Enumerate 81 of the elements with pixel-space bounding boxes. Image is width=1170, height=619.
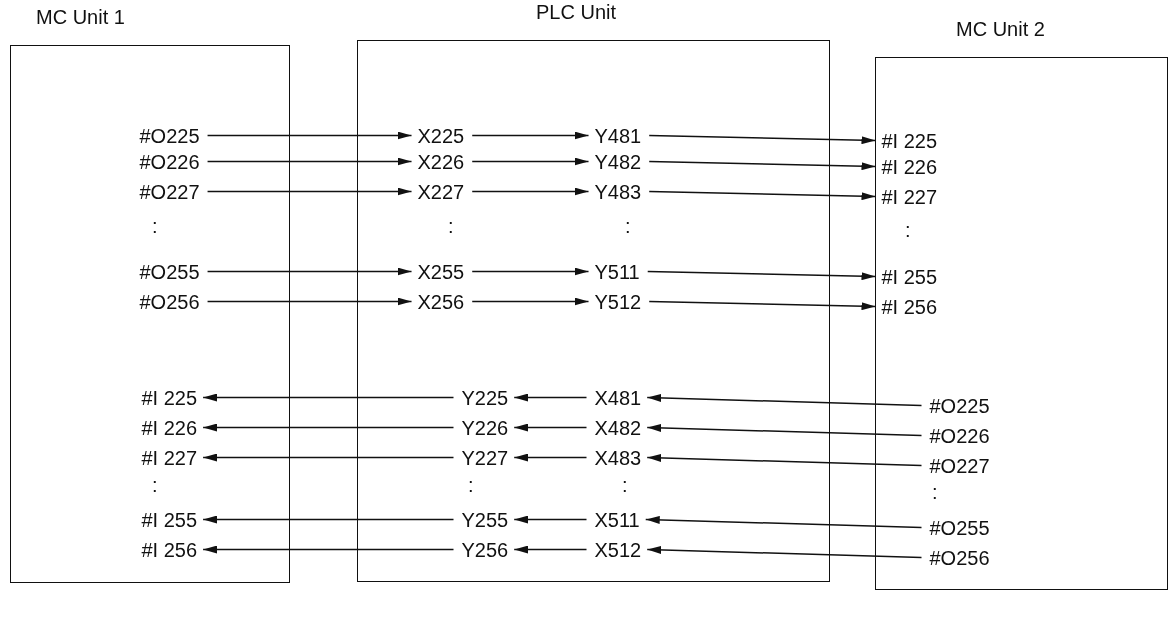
unit-title: PLC Unit — [536, 1, 617, 24]
arrow — [206, 267, 413, 276]
signal-label: X225 — [417, 123, 465, 148]
signal-label: X227 — [417, 179, 465, 204]
signal-label: #I 255 — [141, 507, 198, 532]
signal-label: X226 — [417, 149, 465, 174]
arrow — [202, 423, 455, 432]
signal-label: X481 — [594, 385, 642, 410]
signal-label: Y512 — [594, 289, 642, 314]
ellipsis-mark: : — [448, 214, 454, 238]
unit-title: MC Unit 1 — [36, 6, 125, 29]
signal-label: Y256 — [461, 537, 509, 562]
signal-label: #I 227 — [881, 184, 938, 209]
ellipsis-mark: : — [152, 214, 158, 238]
arrow — [206, 297, 413, 306]
arrow — [513, 393, 588, 402]
arrow — [206, 131, 413, 140]
arrow — [202, 393, 455, 402]
signal-label: Y226 — [461, 415, 509, 440]
signal-label: Y481 — [594, 123, 642, 148]
signal-label: #I 226 — [881, 154, 938, 179]
signal-label: #O255 — [139, 259, 200, 284]
arrow — [206, 187, 413, 196]
arrow — [648, 190, 877, 201]
signal-label: #I 256 — [141, 537, 198, 562]
arrow — [471, 157, 590, 166]
signal-label: #O226 — [139, 149, 200, 174]
arrow — [646, 393, 923, 407]
signal-label: #I 227 — [141, 445, 198, 470]
signal-label: X511 — [594, 507, 640, 532]
signal-label: #I 225 — [141, 385, 198, 410]
ellipsis-mark: : — [932, 480, 938, 504]
signal-label: X483 — [594, 445, 642, 470]
signal-label: Y482 — [594, 149, 642, 174]
ellipsis-mark: : — [625, 214, 631, 238]
arrow — [648, 300, 877, 311]
arrow — [513, 453, 588, 462]
signal-label: #O227 — [139, 179, 200, 204]
signal-label: X512 — [594, 537, 642, 562]
arrow — [206, 157, 413, 166]
signal-label: Y483 — [594, 179, 642, 204]
ellipsis-mark: : — [468, 473, 474, 497]
arrow — [646, 423, 923, 437]
arrow — [646, 453, 923, 467]
arrow — [648, 160, 877, 171]
arrow — [645, 515, 923, 529]
signal-label: X482 — [594, 415, 642, 440]
arrow — [471, 131, 590, 140]
unit-title: MC Unit 2 — [956, 18, 1045, 41]
arrow — [202, 545, 455, 554]
arrow — [646, 545, 923, 559]
arrow — [471, 267, 590, 276]
ellipsis-mark: : — [622, 473, 628, 497]
arrow — [513, 423, 588, 432]
arrow — [202, 515, 455, 524]
signal-label: #I 226 — [141, 415, 198, 440]
arrow — [647, 270, 877, 281]
signal-label: #O226 — [929, 423, 990, 448]
signal-label: #I 255 — [881, 264, 938, 289]
arrow — [471, 297, 590, 306]
arrow — [648, 134, 877, 145]
arrow — [202, 453, 455, 462]
arrow — [513, 515, 588, 524]
signal-label: X255 — [417, 259, 465, 284]
signal-label: #O255 — [929, 515, 990, 540]
signal-label: X256 — [417, 289, 465, 314]
signal-label: Y227 — [461, 445, 509, 470]
signal-label: #O256 — [929, 545, 990, 570]
signal-label: #I 225 — [881, 128, 938, 153]
signal-label: #O225 — [139, 123, 200, 148]
signal-label: #I 256 — [881, 294, 938, 319]
signal-label: Y255 — [461, 507, 509, 532]
ellipsis-mark: : — [905, 218, 911, 242]
ellipsis-mark: : — [152, 473, 158, 497]
arrow — [471, 187, 590, 196]
signal-label: Y225 — [461, 385, 509, 410]
signal-label: #O225 — [929, 393, 990, 418]
arrow — [513, 545, 588, 554]
signal-label: #O227 — [929, 453, 990, 478]
signal-label: Y511 — [594, 259, 640, 284]
signal-label: #O256 — [139, 289, 200, 314]
